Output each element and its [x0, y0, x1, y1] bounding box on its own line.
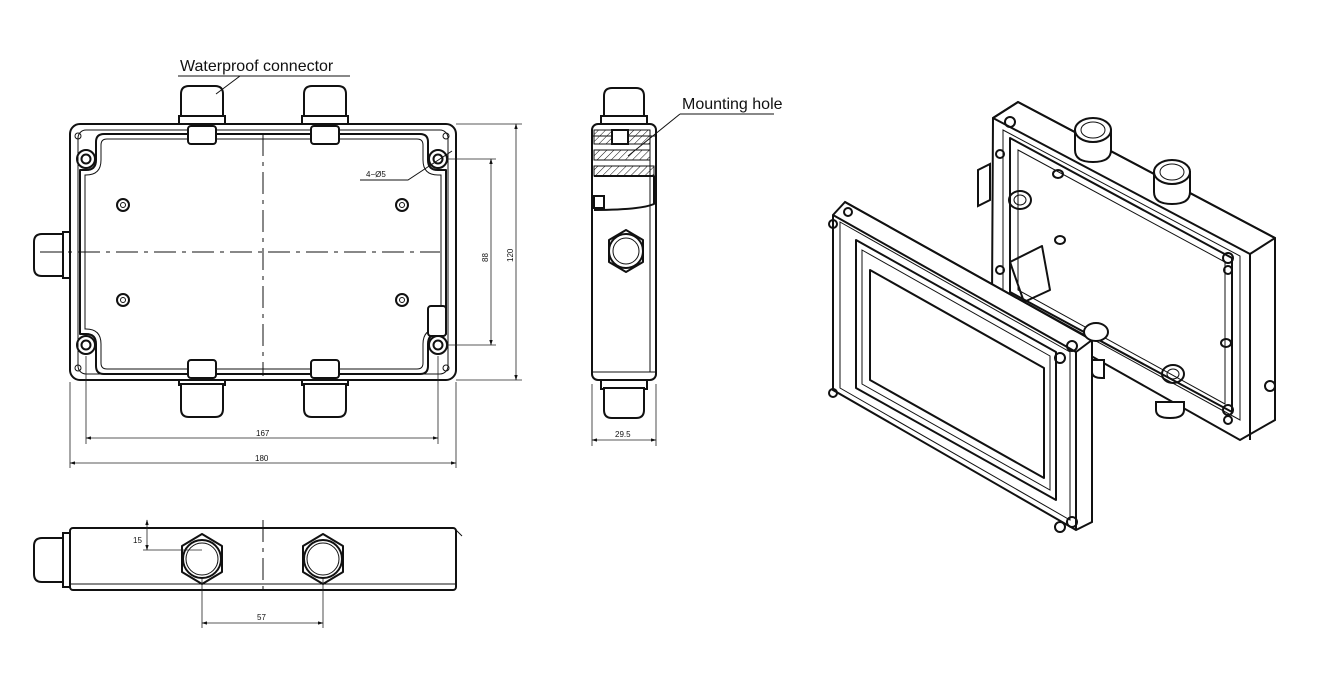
side-view: 29.5	[591, 87, 657, 446]
mounting-hole-label: Mounting hole	[682, 96, 783, 113]
box-inner-cavity	[79, 133, 447, 375]
dim-15: 15	[133, 536, 142, 545]
bottom-connector-right	[301, 375, 349, 418]
dim-167: 167	[256, 429, 270, 438]
iso-gland-2	[1153, 159, 1191, 206]
bottom-view: 15 57	[33, 519, 463, 628]
dim-88: 88	[481, 253, 490, 262]
waterproof-callout: Waterproof connector	[178, 58, 350, 95]
front-view: 4−Ø5	[33, 85, 457, 418]
mounting-hole-callout: Mounting hole	[627, 96, 783, 157]
dim-57: 57	[257, 613, 266, 622]
dim-180: 180	[255, 454, 269, 463]
top-connector-right	[301, 85, 349, 125]
waterproof-connector-label: Waterproof connector	[180, 58, 334, 75]
dim-120: 120	[506, 248, 515, 262]
inner-bosses	[116, 198, 409, 307]
iso-gland-1	[1074, 117, 1112, 164]
dim-29-5: 29.5	[615, 430, 631, 439]
bottom-connector-left	[178, 375, 226, 418]
top-connector-left	[178, 85, 226, 125]
isometric-view	[828, 100, 1276, 533]
hole-spec-label: 4−Ø5	[366, 170, 386, 179]
front-dimensions: 167 180 88 120	[69, 123, 522, 468]
iso-box-base	[977, 100, 1276, 442]
iso-lid	[828, 200, 1109, 533]
side-body	[591, 123, 657, 381]
